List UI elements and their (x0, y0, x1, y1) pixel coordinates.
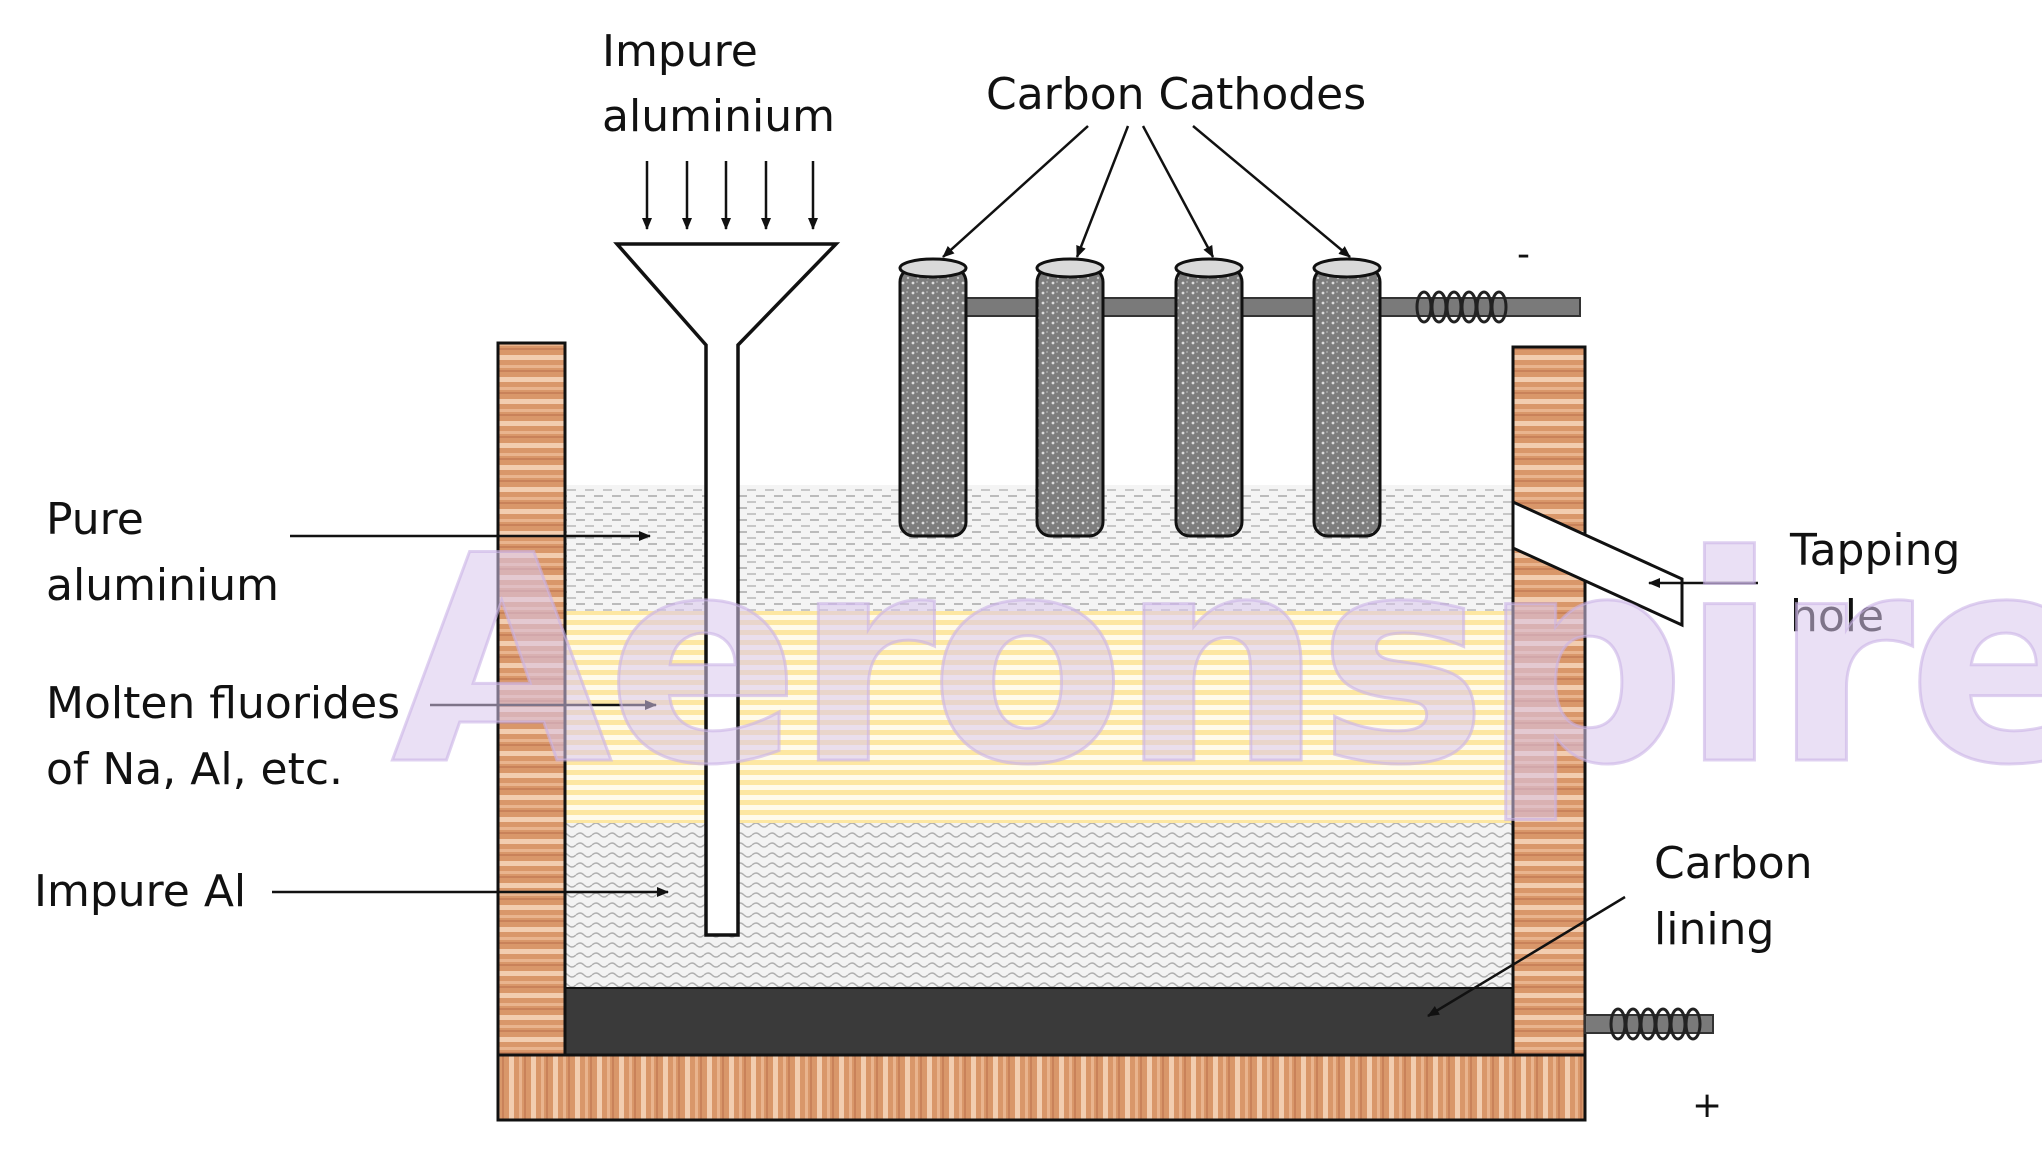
carbon-lining (564, 987, 1514, 1056)
negative-terminal-sign: - (1517, 234, 1530, 275)
label-tapping-hole-line2: hole (1790, 591, 1884, 642)
tapping-hole (1511, 499, 1684, 628)
positive-spring (1609, 1007, 1702, 1041)
container-base (496, 1053, 1587, 1122)
carbon-cathode (1312, 257, 1382, 538)
left-wall (496, 341, 567, 1122)
feed-arrows (642, 161, 818, 230)
anode-rod (1584, 1014, 1714, 1034)
carbon-lining-arrow (1427, 895, 1626, 1018)
watermark: Aeronspire (391, 496, 2042, 828)
label-pure-aluminium-line2: aluminium (46, 560, 279, 611)
label-carbon-lining-line1: Carbon (1654, 838, 1813, 889)
carbon-cathode (898, 257, 968, 538)
label-impure-aluminium-line1: Impure (602, 26, 758, 77)
cathode-pointer-arrows (942, 125, 1351, 258)
label-molten-fluorides-line1: Molten fluorides (46, 678, 400, 729)
label-carbon-cathodes: Carbon Cathodes (986, 69, 1366, 120)
negative-spring (1415, 290, 1508, 324)
carbon-cathode (1174, 257, 1244, 538)
label-impure-aluminium-line2: aluminium (602, 91, 835, 142)
carbon-cathode (1035, 257, 1105, 538)
label-tapping-hole-line1: Tapping (1789, 525, 1960, 576)
label-carbon-lining-line2: lining (1654, 904, 1774, 955)
cathode-rod (929, 297, 1581, 317)
positive-terminal-sign: + (1692, 1085, 1722, 1126)
label-impure-al: Impure Al (34, 866, 246, 917)
label-pure-aluminium-line1: Pure (46, 494, 144, 545)
funnel (613, 242, 841, 937)
label-molten-fluorides-line2: of Na, Al, etc. (46, 744, 343, 795)
